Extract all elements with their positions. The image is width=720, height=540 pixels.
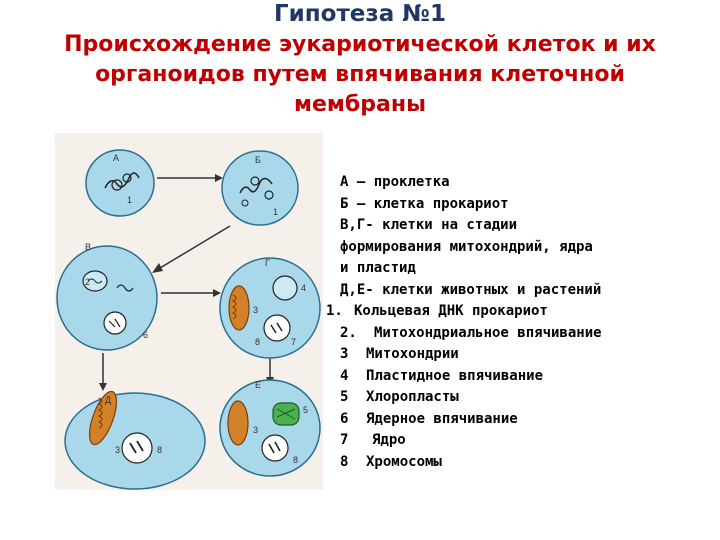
legend-item-number: 2. [340,324,357,341]
label-v: В [85,242,91,252]
label-2: 2 [85,277,90,287]
diagram-svg: А 1 Б 1 В 2 6 [56,149,321,490]
label-8g: 8 [255,337,260,347]
legend-item-text: Ядро [372,432,406,448]
label-d: Д [105,395,111,405]
label-6v: 6 [143,330,148,340]
legend-item: 7 Ядро [340,430,715,452]
label-7g: 7 [291,337,296,347]
legend-item-number: 4 [340,367,349,384]
legend-item-text: Митохондрии [366,346,459,362]
legend-item-number: 5 [340,389,349,405]
cell-g: Г 3 4 8 7 [219,257,321,359]
legend-item-number: 1. [326,303,343,319]
legend-item-text: Хромосомы [366,453,442,470]
legend-item-text: Хлоропласты [366,389,459,405]
legend-intro-line: А – проклетка [340,174,450,190]
legend-intro-line: Б – клетка прокариот [340,195,509,212]
legend-item-text: Кольцевая ДНК прокариот [354,303,548,319]
legend-item: 5 Хлоропласты [340,387,715,409]
arrow-b-v [159,225,231,269]
legend-item-text: Митохондриальное впячивание [374,324,602,341]
legend-item-text: Ядерное впячивание [366,410,518,427]
label-b: Б [255,155,261,165]
label-1a: 1 [127,195,132,205]
cell-a: А 1 [85,149,155,217]
legend-intro-line: Д,Е- клетки животных и растений [340,281,602,298]
label-a: А [113,153,119,163]
label-g: Г [265,258,270,268]
cell-b: Б 1 [221,150,299,226]
mitochondrion-g [228,285,250,331]
slide-subtitle: Происхождение эукариотической клеток и и… [64,32,656,117]
mitochondrion-d [88,390,118,446]
label-e: Е [255,380,261,390]
slide-title: Гипотеза №1 [274,1,446,27]
legend: А – проклетка Б – клетка прокариот В,Г- … [326,172,715,474]
cell-v: В 2 6 [56,242,158,351]
legend-item-number: 7 [340,432,349,448]
legend-intro-line: формирования митохондрий, ядра [340,238,593,255]
label-1b: 1 [273,207,278,217]
legend-item: 6 Ядерное впячивание [340,409,715,431]
label-3g: 3 [253,305,258,315]
label-3d: 3 [115,445,120,455]
label-4g: 4 [301,283,306,293]
legend-item: 1. Кольцевая ДНК прокариот [326,301,715,323]
label-8d: 8 [157,445,162,455]
label-5e: 5 [303,405,308,415]
mitochondrion-e [227,400,249,446]
legend-item: 2. Митохондриальное впячивание [340,323,715,345]
cell-evolution-diagram: А 1 Б 1 В 2 6 [55,133,323,490]
legend-item-number: 8 [340,453,349,470]
legend-item-number: 3 [340,346,349,362]
label-8e: 8 [293,455,298,465]
legend-item-text: Пластидное впячивание [366,367,544,384]
legend-item: 8 Хромосомы [340,452,715,474]
label-3e: 3 [253,425,258,435]
legend-item: 3 Митохондрии [340,344,715,366]
legend-item: 4 Пластидное впячивание [340,366,715,388]
legend-intro-line: и пластид [340,260,416,276]
legend-item-number: 6 [340,410,349,427]
cell-d: Д 3 8 [64,390,206,490]
cell-e: Е 3 5 8 [219,379,321,477]
legend-intro-line: В,Г- клетки на стадии [340,217,518,233]
